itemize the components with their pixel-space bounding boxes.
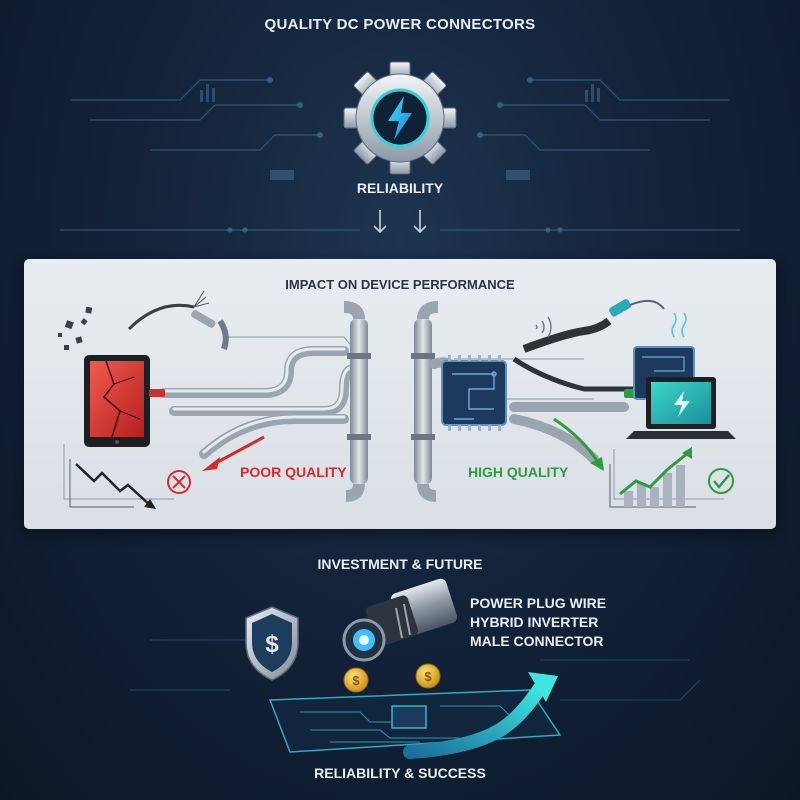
check-circle-icon: [708, 468, 734, 494]
product-line-3: MALE CONNECTOR: [470, 633, 604, 649]
svg-text:$: $: [265, 631, 279, 658]
coin-icon: $ $: [343, 663, 441, 693]
declining-chart-icon: [69, 459, 156, 509]
impact-panel: IMPACT ON DEVICE PERFORMANCE: [24, 259, 776, 529]
laptop-icon: [626, 377, 736, 439]
dollar-shield-icon: $: [245, 606, 299, 681]
high-quality-label: HIGH QUALITY: [468, 464, 569, 480]
product-line-1: POWER PLUG WIRE: [470, 595, 607, 611]
growth-chart-icon: [609, 447, 696, 508]
svg-text:$: $: [424, 669, 432, 684]
gear-lightning-icon: [343, 61, 457, 175]
cracked-tablet-icon: [84, 355, 165, 447]
investment-title: INVESTMENT & FUTURE: [317, 556, 483, 572]
product-line-2: HYBRID INVERTER: [470, 614, 599, 630]
impact-diagram: [58, 290, 736, 509]
success-label: RELIABILITY & SUCCESS: [314, 765, 486, 781]
panel-title: IMPACT ON DEVICE PERFORMANCE: [285, 277, 515, 292]
page-title: QUALITY DC POWER CONNECTORS: [264, 16, 536, 33]
x-circle-icon: [167, 470, 191, 494]
dc-connector-icon: [342, 578, 458, 662]
poor-quality-label: POOR QUALITY: [240, 464, 347, 480]
svg-text:$: $: [352, 673, 360, 688]
product-lines: POWER PLUG WIRE HYBRID INVERTER MALE CON…: [470, 594, 606, 651]
reliability-label: RELIABILITY: [356, 180, 444, 196]
